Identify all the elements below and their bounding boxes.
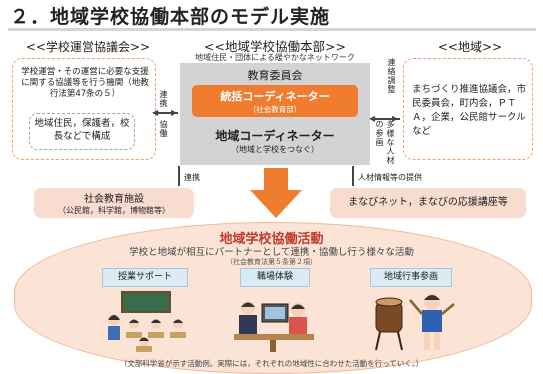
- facility-box: 社会教育施設 （公民館，科学館，博物館等）: [34, 188, 194, 218]
- link-renkei: 連携: [159, 90, 168, 108]
- link-sankaku: 多様な人材の参画: [375, 120, 395, 165]
- center-header: <<地域学校協働本部>>: [204, 39, 346, 54]
- link-right-line: [372, 118, 400, 120]
- activity-title: 地域学校協働活動: [219, 232, 324, 247]
- left-description: 学校運営・その運営に必要な支援に関する協議等を行う機関（地教行法第47条の５）: [21, 67, 149, 99]
- title-divider: [8, 28, 536, 31]
- right-panel: まちづくり推進協議会，市民委員会，町内会，ＰＴＡ，企業，公民館サークル など: [403, 58, 536, 160]
- classroom-illustration-icon: [108, 291, 186, 352]
- activity-subtitle: 学校と地域が相互にパートナーとして連携・協働し行う様々な活動: [129, 247, 414, 258]
- arrow-left-icon: ◀: [152, 108, 159, 117]
- board-label: 教育委員会: [247, 69, 303, 82]
- general-coordinator-box: 統括コーディネーター （社会教育部）: [192, 85, 358, 117]
- right-members: まちづくり推進協議会，市民委員会，町内会，ＰＴＡ，企業，公民館サークル など: [412, 84, 536, 137]
- general-coordinator-sub: （社会教育部）: [248, 105, 302, 114]
- link-facility-line: [178, 166, 180, 186]
- arrow-right-icon: ▶: [171, 108, 178, 117]
- arrow-left-icon-2: ◀: [369, 114, 376, 123]
- activity-item-community-event: 地域行事参画: [370, 268, 452, 287]
- coordinator-label: 地域コーディネーター: [215, 129, 335, 143]
- left-header: <<学校運営協議会>>: [25, 40, 151, 54]
- facility-title: 社会教育施設: [84, 194, 144, 205]
- arrow-right-icon-2: ▶: [392, 114, 399, 123]
- manabi-box: まなびネット，まなびの応援講座等: [330, 188, 526, 218]
- link-renraku: 連絡調整: [387, 58, 396, 94]
- link-left-line: [156, 112, 178, 114]
- coordinator-sub: （地域と学校をつなぐ）: [231, 145, 319, 154]
- link-kyogi: 協働: [159, 120, 168, 138]
- link-jinzai: 人材情報等の提供: [358, 173, 422, 182]
- left-panel: 学校運営・その運営に必要な支援に関する協議等を行う機関（地教行法第47条の５） …: [12, 58, 156, 160]
- activity-law: （社会教育法第５条第２項）: [226, 258, 317, 266]
- right-header: <<地域>>: [437, 40, 503, 54]
- link-renkei2: 連携: [184, 173, 200, 182]
- page-title: ２．地域学校協働本部のモデル実施: [10, 6, 331, 28]
- center-board-panel: 教育委員会 統括コーディネーター （社会教育部） 地域コーディネーター （地域と…: [180, 63, 370, 165]
- general-coordinator-label: 統括コーディネーター: [220, 90, 330, 103]
- festival-illustration-icon: [375, 294, 455, 351]
- workplace-illustration-icon: [234, 301, 314, 352]
- big-down-arrow-icon: [250, 168, 302, 218]
- center-subheader: 地域住民・団体による緩やかなネットワーク: [195, 53, 355, 62]
- footnote: （文部科学省が示す活動例。実際には，それぞれの地域性に合わせた活動を行っていく。…: [119, 359, 424, 368]
- activity-item-work-experience: 職場体験: [240, 268, 310, 287]
- activity-item-class-support: 授業サポート: [102, 268, 188, 287]
- left-members: 地域住民，保護者，校長などで構成: [29, 113, 135, 150]
- facility-detail: （公民館，科学館，博物館等）: [58, 206, 170, 215]
- link-jinzai-line: [352, 166, 354, 186]
